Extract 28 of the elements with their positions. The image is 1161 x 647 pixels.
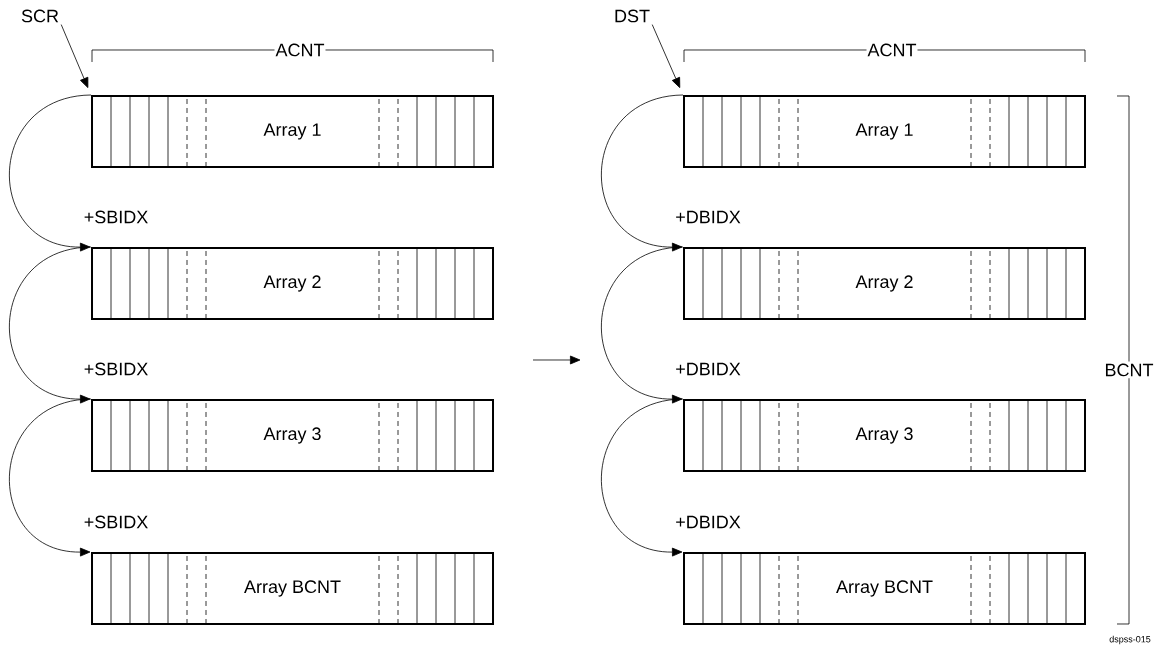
array-box: Array 3 xyxy=(91,399,494,472)
edge-label: +SBIDX xyxy=(82,209,150,225)
arrow xyxy=(60,24,89,88)
arrow xyxy=(9,398,92,557)
array-box: Array 2 xyxy=(683,247,1086,320)
array-box: Array BCNT xyxy=(91,552,494,625)
array-box: Array 1 xyxy=(683,95,1086,168)
array-box: Array BCNT xyxy=(683,552,1086,625)
edge-label: +SBIDX xyxy=(82,361,150,377)
dimension-label: ACNT xyxy=(274,42,326,58)
dimension-label: BCNT xyxy=(1102,361,1156,379)
edge-label: +SBIDX xyxy=(82,514,150,530)
edge-label: +DBIDX xyxy=(674,361,742,377)
arrow xyxy=(601,94,684,252)
array-box: Array 2 xyxy=(91,247,494,320)
pointer-label: SCR xyxy=(21,9,59,23)
edge-label: +DBIDX xyxy=(674,514,742,530)
dimension-label: ACNT xyxy=(866,42,918,58)
arrow xyxy=(601,398,684,557)
arrow xyxy=(9,94,92,252)
arrow xyxy=(601,246,684,404)
edge-label: +DBIDX xyxy=(674,209,742,225)
figure-id: dspss-015 xyxy=(1109,635,1151,645)
array-box: Array 3 xyxy=(683,399,1086,472)
array-box: Array 1 xyxy=(91,95,494,168)
arrow xyxy=(651,24,681,88)
arrow xyxy=(9,246,92,404)
pointer-label: DST xyxy=(615,9,650,23)
